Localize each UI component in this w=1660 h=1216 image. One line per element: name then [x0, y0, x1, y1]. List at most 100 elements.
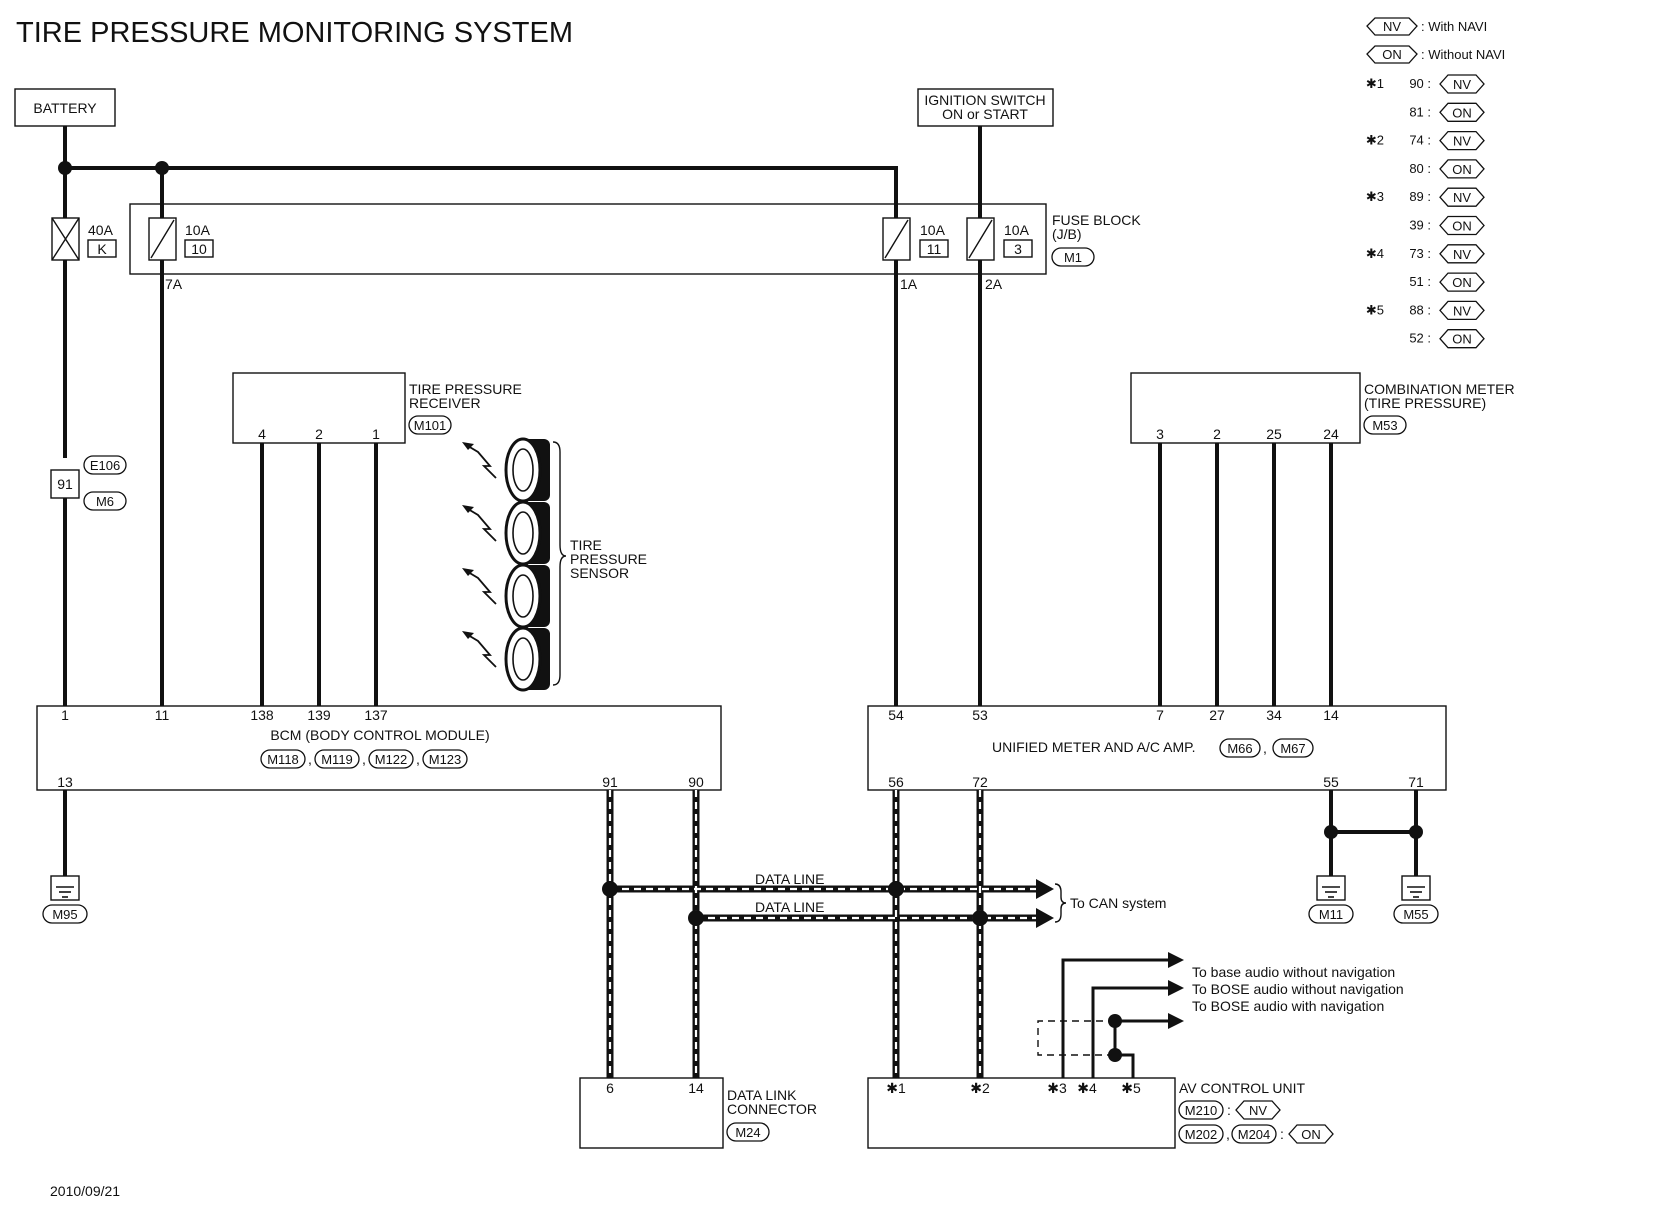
fuse-block-connector-badge [1051, 247, 1095, 267]
tire-icon [462, 500, 550, 566]
combination-meter-label-1: COMBINATION METER [1364, 381, 1515, 397]
fuse-10a-10-number: 10 [191, 241, 207, 257]
av-pin: ✱3 [1047, 1080, 1067, 1096]
legend-pin: 51 : [1409, 274, 1431, 289]
svg-text:M6: M6 [96, 494, 114, 509]
svg-text:,: , [362, 751, 366, 767]
ground-connector-badge [1308, 904, 1354, 924]
svg-text:M67: M67 [1280, 741, 1305, 756]
bcm-pin: 139 [307, 707, 331, 723]
receiver-pin: 2 [315, 426, 323, 442]
av-on-badge [1288, 1124, 1334, 1144]
unified-meter-pin: 56 [888, 774, 904, 790]
unified-meter-pin: 72 [972, 774, 988, 790]
bcm-pin: 138 [250, 707, 274, 723]
legend-pin: 74 : [1409, 133, 1431, 148]
unified-meter-name: UNIFIED METER AND A/C AMP. [992, 739, 1196, 755]
legend-badge-label: ON [1452, 275, 1472, 290]
ground-icon: M95 [42, 875, 88, 924]
ignition-switch-box [917, 88, 1054, 127]
legend-badge [1439, 329, 1485, 349]
svg-text:M202: M202 [1185, 1127, 1218, 1142]
legend-pin: 88 : [1409, 302, 1431, 317]
unified-meter-pin: 54 [888, 707, 904, 723]
legend-pin: 90 : [1409, 76, 1431, 91]
legend-nv-text: : With NAVI [1421, 19, 1487, 34]
sensor-brace [552, 441, 567, 686]
combination-meter-pin: 3 [1156, 426, 1164, 442]
tire-icon [462, 563, 550, 629]
audio-target-1: To base audio without navigation [1192, 964, 1395, 980]
legend-pin: 73 : [1409, 246, 1431, 261]
svg-text:M95: M95 [52, 907, 77, 922]
bcm-connector-badge [422, 749, 468, 769]
legend-badge [1439, 74, 1485, 94]
svg-text:E106: E106 [90, 458, 120, 473]
svg-text:10A: 10A [185, 222, 211, 238]
svg-text:M66: M66 [1227, 741, 1252, 756]
receiver-pin: 4 [258, 426, 266, 442]
bcm-pin: 137 [364, 707, 388, 723]
av-unit-name: AV CONTROL UNIT [1179, 1080, 1305, 1096]
fuse-block-label-1: FUSE BLOCK [1052, 212, 1141, 228]
splice-dot [58, 161, 72, 175]
av-pin: ✱2 [970, 1080, 990, 1096]
unified-meter-pin: 55 [1323, 774, 1339, 790]
svg-text:M55: M55 [1403, 907, 1428, 922]
unified-meter-connector-badge [1272, 738, 1314, 758]
data-line-label-1: DATA LINE [755, 871, 825, 887]
legend-badge-label: ON [1452, 332, 1472, 347]
svg-text:,: , [1226, 1126, 1230, 1142]
svg-text:,: , [308, 751, 312, 767]
bcm-pin: 90 [688, 774, 704, 790]
ground-connector-badge [1393, 904, 1439, 924]
receiver-label-2: RECEIVER [409, 395, 481, 411]
legend-star: ✱1 [1366, 76, 1384, 91]
legend-badge [1439, 102, 1485, 122]
signal-arrow-icon [462, 442, 497, 479]
signal-arrow-icon [462, 631, 497, 668]
svg-text:ON: ON [1382, 47, 1402, 62]
legend-nv-badge [1366, 17, 1418, 36]
receiver-connector-badge [408, 415, 452, 435]
legend-badge-label: ON [1452, 219, 1472, 234]
dlc-connector-badge [726, 1122, 770, 1142]
legend-badge-label: NV [1453, 190, 1471, 205]
bcm-box [36, 705, 722, 791]
svg-text:M123: M123 [429, 752, 462, 767]
page-title: TIRE PRESSURE MONITORING SYSTEM [16, 17, 573, 49]
data-link-connector-box [579, 1077, 724, 1149]
unified-meter-pin: 7 [1156, 707, 1164, 723]
svg-text:10A: 10A [920, 222, 946, 238]
legend-pin: 81 : [1409, 104, 1431, 119]
fuse-block-label-2: (J/B) [1052, 226, 1082, 242]
svg-text:91: 91 [57, 476, 73, 492]
receiver-pin: 1 [372, 426, 380, 442]
svg-text:10A: 10A [1004, 222, 1030, 238]
svg-text:ON: ON [1301, 1127, 1321, 1142]
legend-star: ✱2 [1366, 133, 1384, 148]
bcm-connector-badge [368, 749, 414, 769]
ground-connector-badge [42, 904, 88, 924]
receiver-label-1: TIRE PRESSURE [409, 381, 522, 397]
combination-meter-pin: 24 [1323, 426, 1339, 442]
svg-text::: : [1280, 1126, 1284, 1142]
bcm-name: BCM (BODY CONTROL MODULE) [270, 727, 489, 743]
pin-7a: 7A [165, 276, 183, 292]
dlc-pin: 6 [606, 1080, 614, 1096]
sensor-label-2: PRESSURE [570, 551, 647, 567]
unified-meter-pin: 34 [1266, 707, 1282, 723]
svg-text:M118: M118 [267, 752, 299, 767]
splice-dot [1409, 825, 1423, 839]
legend-star: ✱4 [1366, 246, 1384, 261]
av-control-unit-box [867, 1077, 1176, 1149]
battery-label: BATTERY [33, 100, 97, 116]
fuse-10a-11-number: 11 [927, 241, 942, 257]
legend-pin: 80 : [1409, 161, 1431, 176]
svg-text:M11: M11 [1319, 907, 1343, 922]
unified-meter-box [867, 705, 1447, 791]
legend-badge-label: NV [1453, 134, 1471, 149]
fuse-40a-amp: 40A [88, 222, 114, 238]
combination-meter-connector-badge [1363, 415, 1407, 435]
